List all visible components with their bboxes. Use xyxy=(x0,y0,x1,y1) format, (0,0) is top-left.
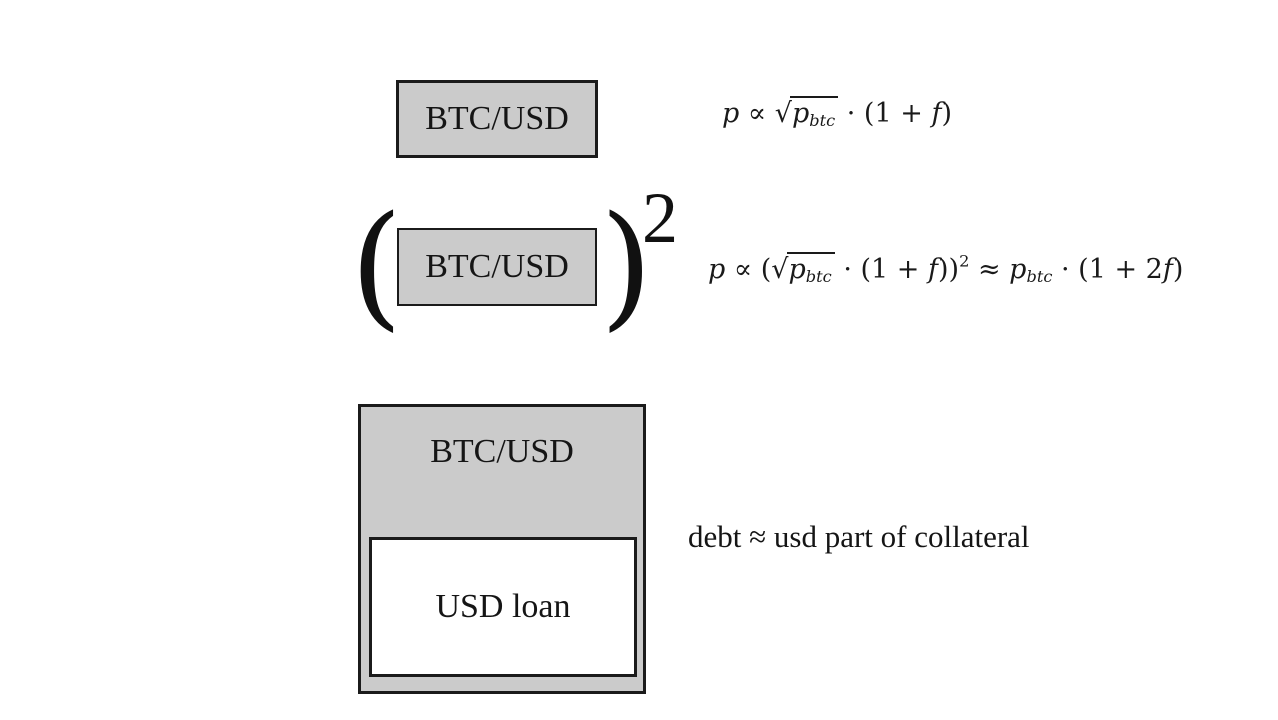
formula1-sqrt: √pbtc xyxy=(774,96,839,131)
formula1-mid: · (1 + xyxy=(838,98,932,129)
formula2-mid: · (1 + xyxy=(834,254,928,285)
formula2-radicand: pbtc xyxy=(786,252,835,287)
box-exponent-2: 2 xyxy=(642,178,678,258)
formula2-propto: ∝ ( xyxy=(725,254,772,285)
btc-usd-box-2-label: BTC/USD xyxy=(425,248,569,285)
formula1-propto: ∝ xyxy=(739,98,775,129)
close-paren-glyph: ) xyxy=(600,187,653,344)
formula2-sqrt-base: p xyxy=(788,254,806,285)
formula2-sub2: btc xyxy=(1026,267,1053,287)
formula1-var-p: p xyxy=(722,98,740,129)
formula1-sqrt-base: p xyxy=(791,98,810,129)
formula2-close: ) xyxy=(1172,254,1184,285)
formula2-var-p: p xyxy=(708,254,726,285)
open-paren-glyph: ( xyxy=(350,187,403,344)
formula-sqrt-price: p ∝ √pbtc · (1 + f) xyxy=(722,96,952,131)
collateral-box-label: BTC/USD xyxy=(430,433,574,470)
formula2-close-parens: )) xyxy=(937,254,960,285)
radical-sign: √ xyxy=(774,98,792,129)
formula1-radicand: pbtc xyxy=(789,96,839,131)
formula1-sqrt-sub: btc xyxy=(809,111,836,131)
formula-squared-price: p ∝ (√pbtc · (1 + f))2 ≈ pbtc · (1 + 2f) xyxy=(708,252,1183,287)
formula2-var-f: f xyxy=(927,254,938,285)
btc-usd-box-1: BTC/USD xyxy=(396,80,598,158)
radical-sign: √ xyxy=(771,254,789,285)
formula2-mid2: · (1 + 2 xyxy=(1052,254,1163,285)
formula2-var-f2: f xyxy=(1162,254,1173,285)
btc-usd-collateral-box: BTC/USD USD loan xyxy=(358,404,646,694)
formula2-sqrt: √pbtc xyxy=(771,252,835,287)
btc-usd-box-1-label: BTC/USD xyxy=(425,100,569,137)
formula2-approx: ≈ xyxy=(969,254,1010,285)
usd-loan-box-label: USD loan xyxy=(435,588,571,625)
formula2-sqrt-sub: btc xyxy=(805,267,832,287)
btc-usd-box-2: BTC/USD xyxy=(397,228,597,306)
formula1-var-f: f xyxy=(931,98,942,129)
formula1-close: ) xyxy=(941,98,952,129)
formula2-exponent: 2 xyxy=(959,251,970,271)
usd-loan-box: USD loan xyxy=(369,537,637,677)
formula2-var-p2: p xyxy=(1009,254,1027,285)
debt-note: debt ≈ usd part of collateral xyxy=(688,519,1030,554)
